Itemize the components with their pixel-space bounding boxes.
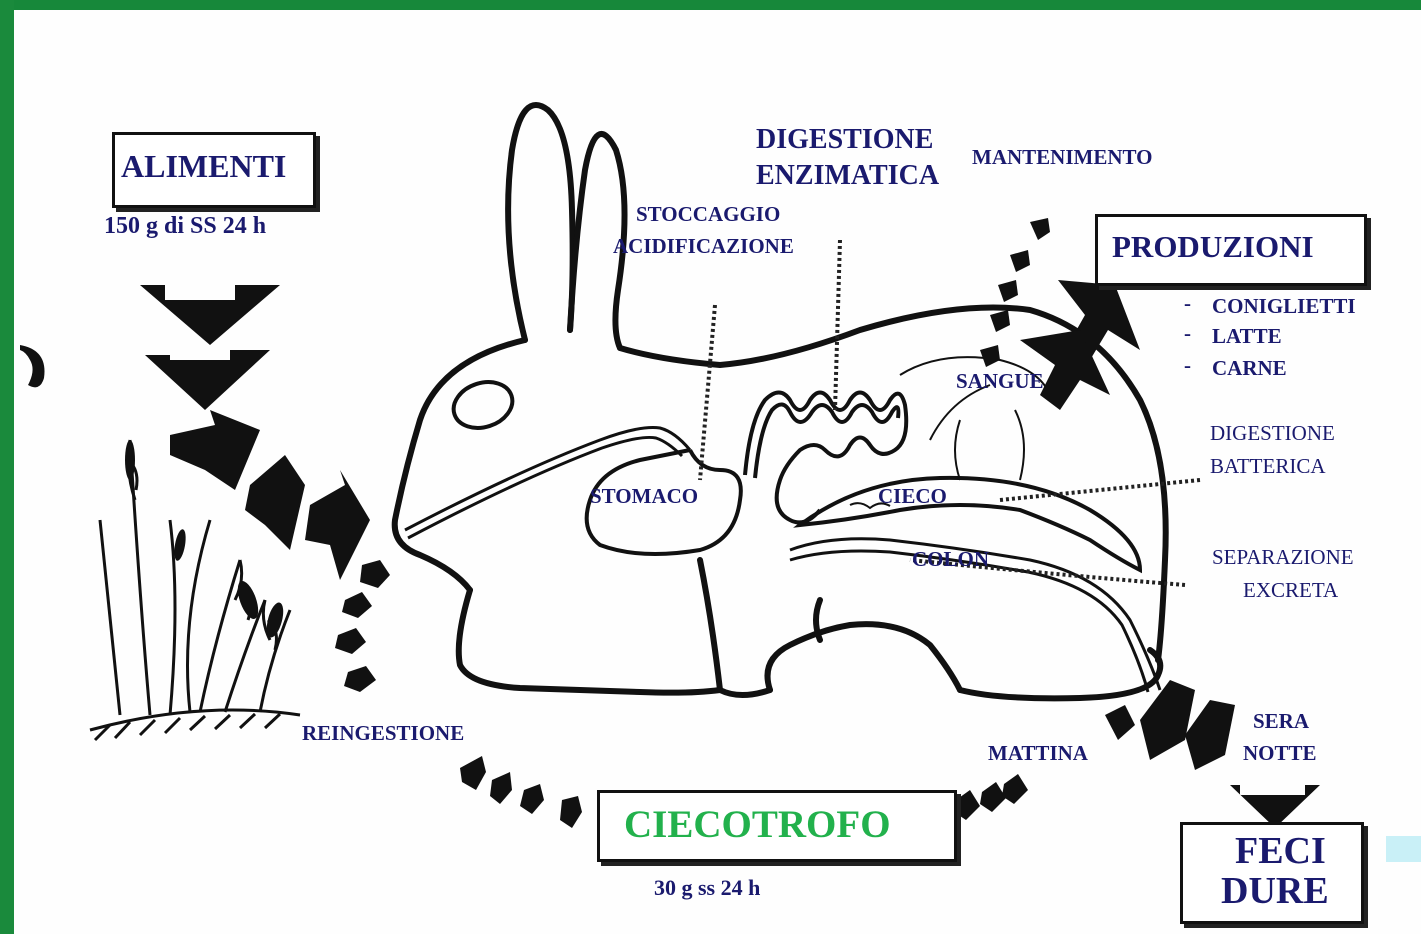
rabbit-eye: [448, 375, 519, 435]
cecotroph-box: CIECOTROFO: [597, 790, 957, 862]
bacterial-digestion-line2: BATTERICA: [1210, 454, 1326, 479]
hard-feces-box: FECI DURE: [1180, 822, 1364, 924]
production-item-3: CARNE: [1212, 357, 1287, 380]
separation-line2: EXCRETA: [1243, 578, 1338, 603]
enzymatic-digestion-line1: DIGESTIONE: [756, 125, 933, 156]
blood-label: SANGUE: [956, 370, 1044, 393]
hard-feces-line2: DURE: [1221, 871, 1329, 913]
alimenti-amount: 150 g di SS 24 h: [104, 213, 266, 239]
production-item-2: LATTE: [1212, 325, 1282, 348]
storage-line2: ACIDIFICAZIONE: [613, 235, 794, 258]
corner-tab: [1386, 836, 1421, 862]
colon-label: COLON: [912, 548, 989, 571]
esophagus: [405, 428, 690, 539]
evening-line2: NOTTE: [1243, 742, 1317, 765]
cecum-label: CIECO: [878, 485, 947, 508]
maintenance-label: MANTENIMENTO: [972, 146, 1152, 169]
stomach-label: STOMACO: [590, 485, 698, 508]
reingestion-label: REINGESTIONE: [302, 722, 464, 745]
cecotroph-title: CIECOTROFO: [624, 804, 891, 847]
alimenti-title: ALIMENTI: [121, 149, 286, 184]
storage-line1: STOCCAGGIO: [636, 203, 780, 226]
separation-line1: SEPARAZIONE: [1212, 545, 1354, 570]
hard-feces-line1: FECI: [1235, 831, 1326, 873]
edge-hook-shape: [20, 345, 45, 387]
production-item-1: CONIGLIETTI: [1212, 295, 1356, 318]
food-arrows: [140, 285, 370, 580]
morning-label: MATTINA: [988, 742, 1088, 765]
produzioni-title: PRODUZIONI: [1112, 230, 1314, 264]
produzioni-box: PRODUZIONI: [1095, 214, 1367, 286]
bacterial-digestion-line1: DIGESTIONE: [1210, 421, 1335, 446]
cecotroph-amount: 30 g ss 24 h: [654, 876, 760, 900]
evening-line1: SERA: [1253, 710, 1309, 733]
alimenti-box: ALIMENTI: [112, 132, 316, 208]
enzymatic-digestion-line2: ENZIMATICA: [756, 161, 939, 192]
